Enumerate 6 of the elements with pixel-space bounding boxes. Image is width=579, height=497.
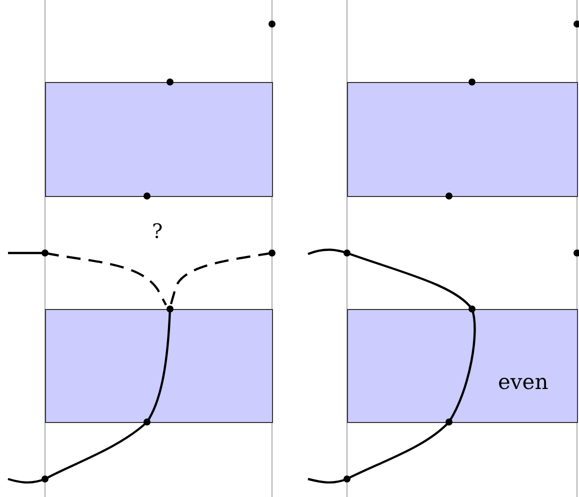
region-box xyxy=(45,309,273,423)
question-mark-label: ? xyxy=(152,219,163,243)
region-label: even xyxy=(498,370,548,394)
region-box xyxy=(45,82,273,197)
region-box xyxy=(347,82,578,197)
region-box xyxy=(347,309,578,423)
